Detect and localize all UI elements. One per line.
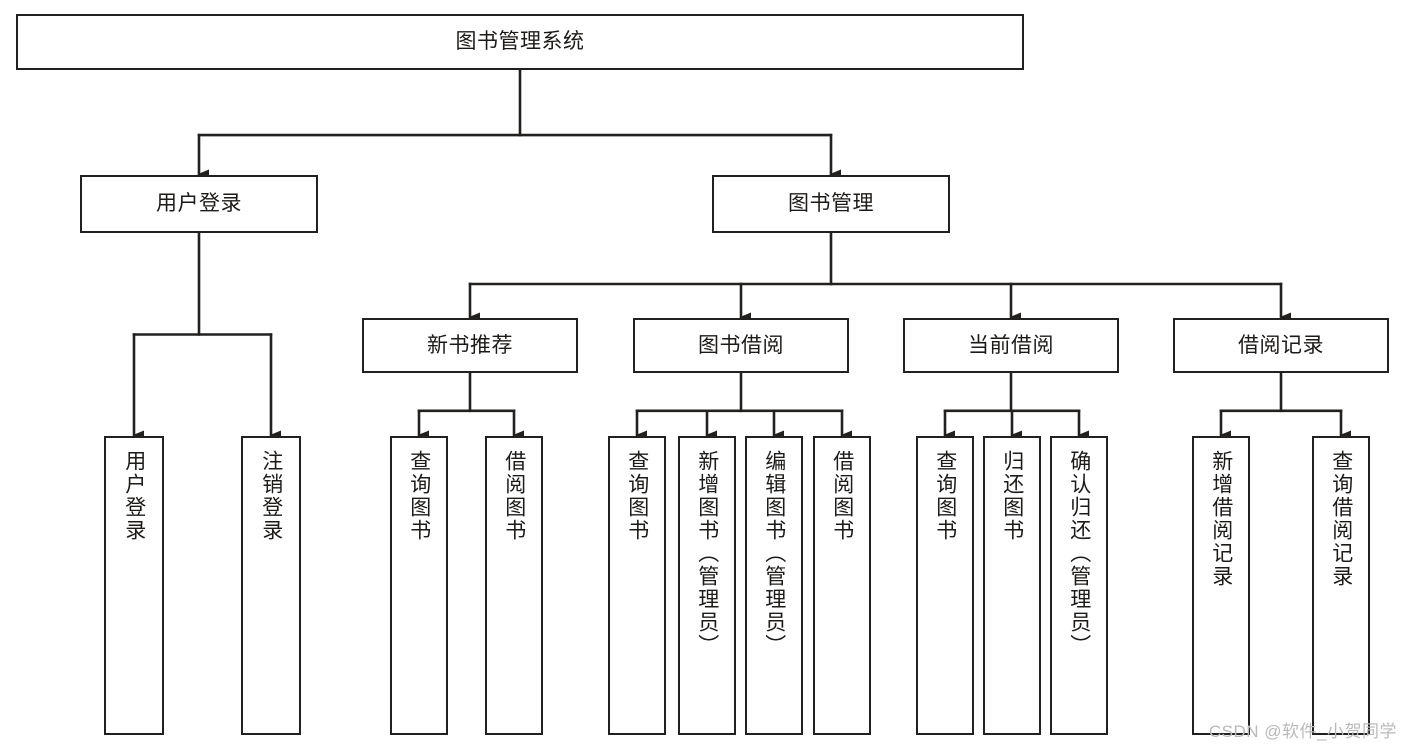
node-leaf-query-record[interactable]: 查询借阅记录 — [1312, 436, 1370, 735]
node-label-leaf-borrow-book-2: 借阅图书 — [830, 450, 854, 542]
node-book-manage[interactable]: 图书管理 — [712, 175, 950, 233]
node-label-leaf-return-book: 归还图书 — [1000, 450, 1024, 542]
node-label-root: 图书管理系统 — [455, 30, 585, 54]
node-label-borrow-record: 借阅记录 — [1238, 333, 1324, 357]
node-label-leaf-add-book: 新增图书（管理员） — [695, 450, 719, 657]
node-current-borrow[interactable]: 当前借阅 — [903, 318, 1119, 373]
node-label-leaf-query-record: 查询借阅记录 — [1329, 450, 1353, 588]
node-user-login[interactable]: 用户登录 — [80, 175, 318, 233]
node-book-borrow[interactable]: 图书借阅 — [633, 318, 849, 373]
node-label-book-borrow: 图书借阅 — [698, 333, 784, 357]
node-label-leaf-query-book-3: 查询图书 — [933, 450, 957, 542]
node-leaf-query-book-1[interactable]: 查询图书 — [390, 436, 448, 735]
node-label-leaf-user-login: 用户登录 — [122, 450, 146, 542]
node-label-book-manage: 图书管理 — [788, 192, 874, 216]
node-root[interactable]: 图书管理系统 — [16, 14, 1024, 70]
node-leaf-query-book-3[interactable]: 查询图书 — [916, 436, 974, 735]
node-label-leaf-edit-book: 编辑图书（管理员） — [762, 450, 786, 657]
node-label-user-login: 用户登录 — [156, 192, 242, 216]
node-label-current-borrow: 当前借阅 — [968, 333, 1054, 357]
node-leaf-user-login[interactable]: 用户登录 — [104, 436, 164, 735]
node-leaf-add-book[interactable]: 新增图书（管理员） — [678, 436, 736, 735]
node-label-leaf-add-record: 新增借阅记录 — [1209, 450, 1233, 588]
node-label-leaf-query-book-2: 查询图书 — [625, 450, 649, 542]
node-leaf-return-book[interactable]: 归还图书 — [983, 436, 1041, 735]
node-leaf-edit-book[interactable]: 编辑图书（管理员） — [745, 436, 803, 735]
node-leaf-logout[interactable]: 注销登录 — [241, 436, 301, 735]
node-new-book-rec[interactable]: 新书推荐 — [362, 318, 578, 373]
node-label-leaf-borrow-book-1: 借阅图书 — [502, 450, 526, 542]
node-leaf-confirm-return[interactable]: 确认归还（管理员） — [1050, 436, 1108, 735]
node-borrow-record[interactable]: 借阅记录 — [1173, 318, 1389, 373]
node-label-leaf-confirm-return: 确认归还（管理员） — [1067, 450, 1091, 657]
node-leaf-borrow-book-2[interactable]: 借阅图书 — [813, 436, 871, 735]
node-label-leaf-logout: 注销登录 — [259, 450, 283, 542]
node-label-new-book-rec: 新书推荐 — [427, 333, 513, 357]
node-label-leaf-query-book-1: 查询图书 — [407, 450, 431, 542]
node-leaf-borrow-book-1[interactable]: 借阅图书 — [485, 436, 543, 735]
node-leaf-query-book-2[interactable]: 查询图书 — [608, 436, 666, 735]
node-leaf-add-record[interactable]: 新增借阅记录 — [1192, 436, 1250, 735]
